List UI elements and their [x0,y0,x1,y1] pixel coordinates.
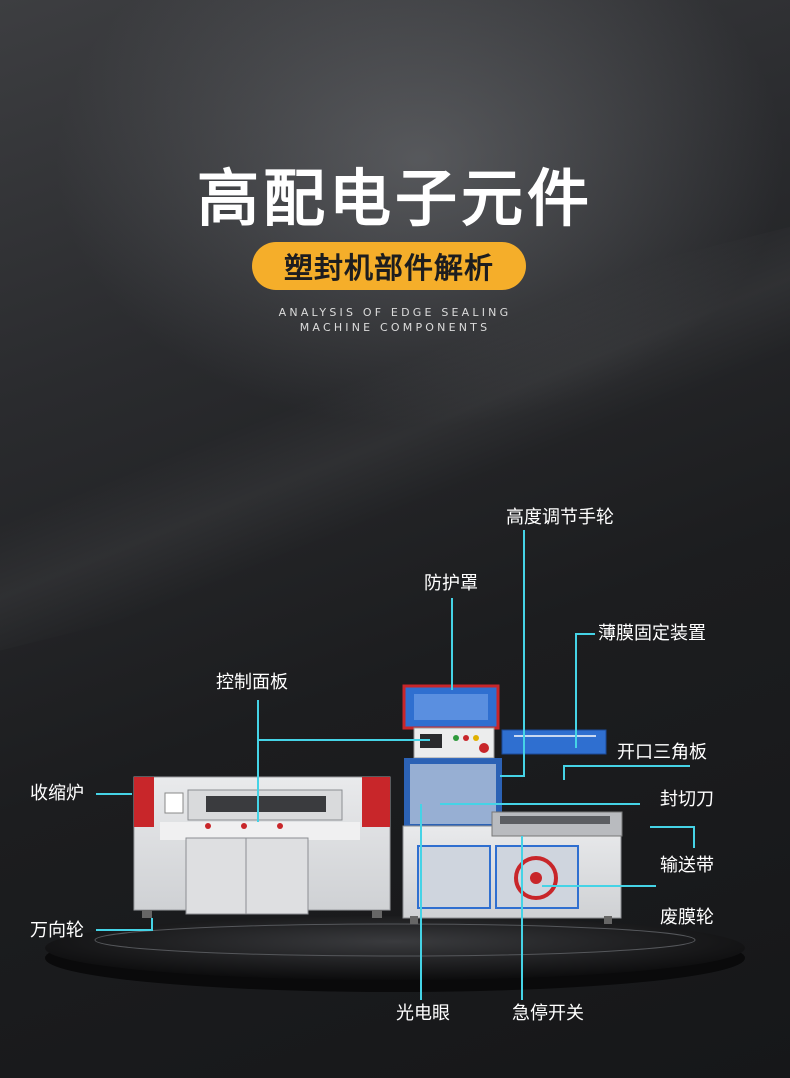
label-film-holder: 薄膜固定装置 [598,623,706,644]
subtitle-line-1: ANALYSIS OF EDGE SEALING [278,306,512,319]
label-emergency-stop: 急停开关 [512,1003,584,1024]
label-conveyor: 输送带 [660,855,714,876]
page-title: 高配电子元件 [196,162,593,235]
label-height-wheel: 高度调节手轮 [506,507,614,528]
callout-lines [96,530,695,1000]
subtitle-line-2: MACHINE COMPONENTS [299,321,491,334]
label-photo-eye: 光电眼 [396,1003,450,1024]
label-control-panel: 控制面板 [216,672,288,693]
label-guard: 防护罩 [424,573,478,594]
label-triangle-plate: 开口三角板 [617,742,707,763]
english-subtitle: ANALYSIS OF EDGE SEALING MACHINE COMPONE… [0,305,790,335]
subtitle-pill: 塑封机部件解析 [252,242,526,290]
label-shrink-oven: 收缩炉 [30,783,84,804]
label-cutter: 封切刀 [660,789,714,810]
label-waste-wheel: 废膜轮 [660,907,714,928]
l-sealer [402,684,623,924]
shrink-tunnel [133,776,391,918]
label-caster: 万向轮 [30,920,84,941]
display-platform [45,916,745,992]
